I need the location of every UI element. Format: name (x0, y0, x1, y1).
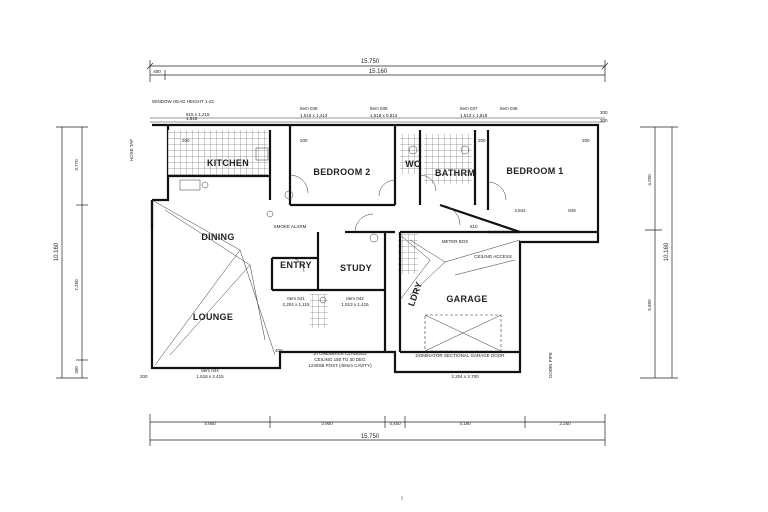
top-dimension-lines (146, 60, 609, 82)
meter-box-note: METER BOX (442, 239, 469, 244)
mark-7: 400 (275, 348, 283, 353)
bottom-segment-4: 4.180 (459, 421, 471, 426)
ceiling-access-note: CEILING ACCESS (474, 254, 512, 259)
garage-size-note: 2.204 x 2.700 (451, 374, 479, 379)
mark-9: 1,518 (186, 116, 198, 121)
kitchen-window-label: 815 x 1,215 (186, 112, 210, 117)
top-overall-dimension: 15.750 (361, 59, 380, 65)
fixtures (179, 145, 470, 304)
smoke-alarm-note: SMOKE ALARM (274, 224, 307, 229)
mark-2: 200 (300, 138, 308, 143)
bath-window-label: 1,518 x 0,813 (370, 113, 398, 118)
mark-6: 610 (470, 224, 478, 229)
bottom-segment-2: 3.900 (321, 421, 333, 426)
study-window-ref-1: Item 041 (287, 296, 305, 301)
ref-label-4: Item 036 (500, 106, 518, 111)
right-overall-dimension: 10.160 (664, 242, 670, 261)
left-segment-1: 3.770 (74, 159, 79, 171)
garage-door-note: DOMINATOR SECTIONAL GARAGE DOOR (416, 353, 506, 358)
room-label-study: STUDY (340, 263, 372, 273)
bottom-overall-dimension: 15.750 (361, 434, 380, 440)
ref-label-2: Item 039 (370, 106, 388, 111)
mark-8: 300 (600, 118, 608, 123)
room-label-kitchen: KITCHEN (207, 158, 249, 168)
bottom-segment-3: 4,450 (389, 421, 401, 426)
room-label-bedroom-1: BEDROOM 1 (506, 166, 563, 176)
ref-label-3: Item 037 (460, 106, 478, 111)
bedroom1-dimension-note-2: 849 (568, 208, 576, 213)
cladding-note-line-3: 1240SB POST (40mm CAVITY) (308, 363, 372, 368)
room-label-dining: DINING (201, 232, 234, 242)
downpipe-note: DOWN PIPE (548, 352, 553, 378)
room-label-laundry: LDRY (406, 280, 424, 307)
bed1-window-label: 1,513 x 1,818 (460, 113, 488, 118)
right-segment-2: 5.850 (647, 299, 652, 311)
right-dimension-lines (640, 126, 678, 379)
mark-1: 200 (182, 138, 190, 143)
lounge-window-ref: Item 044 (201, 368, 219, 373)
window-head-note: WINDOW HEAD HEIGHT 1-22 (152, 99, 214, 104)
mark-3: 200 (478, 138, 486, 143)
ref-label-1: Item 038 (300, 106, 318, 111)
study-window-note-1: 2,204 x 1,115 (283, 302, 310, 307)
bottom-segment-1: 4.950 (204, 421, 216, 426)
cladding-note-line-2: CEILING 150 TO 30 DEG (314, 357, 366, 362)
bottom-segment-5: 2.250 (559, 421, 571, 426)
bed2-window-label: 1,518 x 1,413 (300, 113, 328, 118)
room-label-bedroom-2: BEDROOM 2 (313, 167, 370, 177)
study-window-ref-2: Item 042 (346, 296, 364, 301)
right-small-dimension: 300 (600, 110, 608, 115)
cladding-note-line-1: STONE/BRICK CLADDED (313, 351, 367, 356)
top-inner-dimension: 15.160 (369, 69, 388, 75)
top-left-offset: 400 (153, 69, 161, 74)
top-window-labels (150, 117, 605, 123)
interior-walls (168, 125, 598, 354)
left-segment-3: 350 (74, 366, 79, 374)
left-segment-2: 7.250 (74, 279, 79, 291)
hose-tap-note: HOSE TAP (129, 139, 134, 161)
roof-outline-lines (151, 199, 521, 366)
left-overall-dimension: 10.160 (54, 242, 60, 261)
tiled-areas (168, 130, 472, 328)
bottom-dimension-lines (149, 414, 606, 446)
mark-5: 200 (140, 374, 148, 379)
garage-door-outline (424, 314, 502, 352)
bedroom1-dimension-note: 2,842 (514, 208, 526, 213)
door-swings (289, 174, 507, 273)
room-label-entry: ENTRY (280, 260, 312, 270)
room-label-bathroom: BATHRM (435, 168, 475, 178)
room-label-wc: WC (405, 159, 421, 169)
room-label-garage: GARAGE (446, 294, 487, 304)
study-window-note-2: 1,513 x 1,415 (341, 302, 369, 307)
room-label-lounge: LOUNGE (193, 312, 233, 322)
lounge-window-note: 1.518 x 2.415 (196, 374, 224, 379)
mark-4: 200 (582, 138, 590, 143)
right-segment-1: 4.250 (647, 174, 652, 186)
left-dimension-lines (56, 126, 88, 379)
